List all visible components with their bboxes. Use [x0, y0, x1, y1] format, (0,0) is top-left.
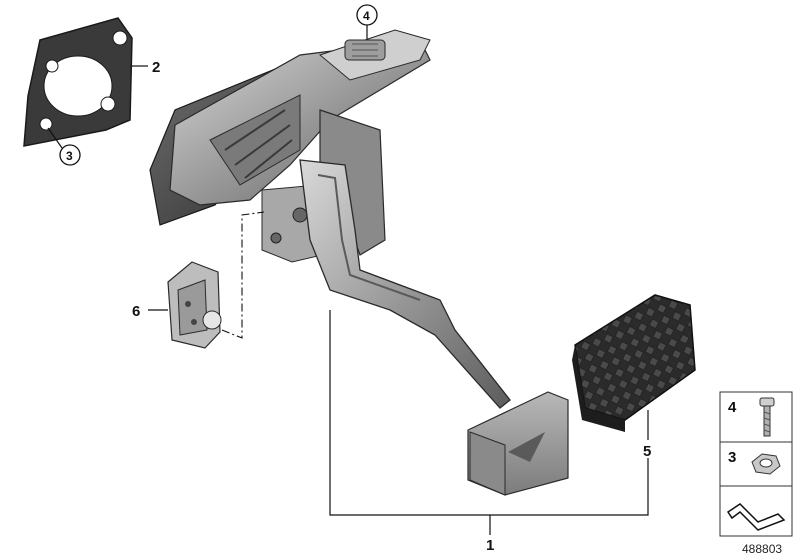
- legend-nut-number: 3: [728, 449, 736, 466]
- pedal-arm: [299, 159, 511, 409]
- catalog-number: 488803: [742, 542, 782, 556]
- gasket-plate: [23, 17, 133, 147]
- hex-nut-icon: [751, 453, 781, 475]
- rubber-pedal-pad: [572, 294, 696, 432]
- callout-3-circle: [59, 144, 81, 166]
- callout-2: 2: [152, 59, 160, 76]
- legend-box-symbol: [719, 485, 793, 537]
- legend-bolt-number: 4: [728, 399, 737, 416]
- pedal-symbol-icon: [726, 503, 786, 531]
- mounting-clip-bracket: [167, 261, 222, 349]
- callout-5: 5: [643, 443, 651, 460]
- bolt-icon: [759, 397, 775, 437]
- legend-box-nut: 3: [719, 441, 793, 487]
- callout-3: 3: [66, 149, 73, 163]
- pedal-bracket-housing: [149, 29, 431, 263]
- pedal-foot-plate: [467, 391, 569, 496]
- callout-1: 1: [486, 537, 494, 554]
- callout-4: 4: [363, 9, 370, 23]
- assembly-dash-line: [221, 211, 265, 339]
- legend-box-bolt: 4: [719, 391, 793, 443]
- callout-6: 6: [132, 303, 140, 320]
